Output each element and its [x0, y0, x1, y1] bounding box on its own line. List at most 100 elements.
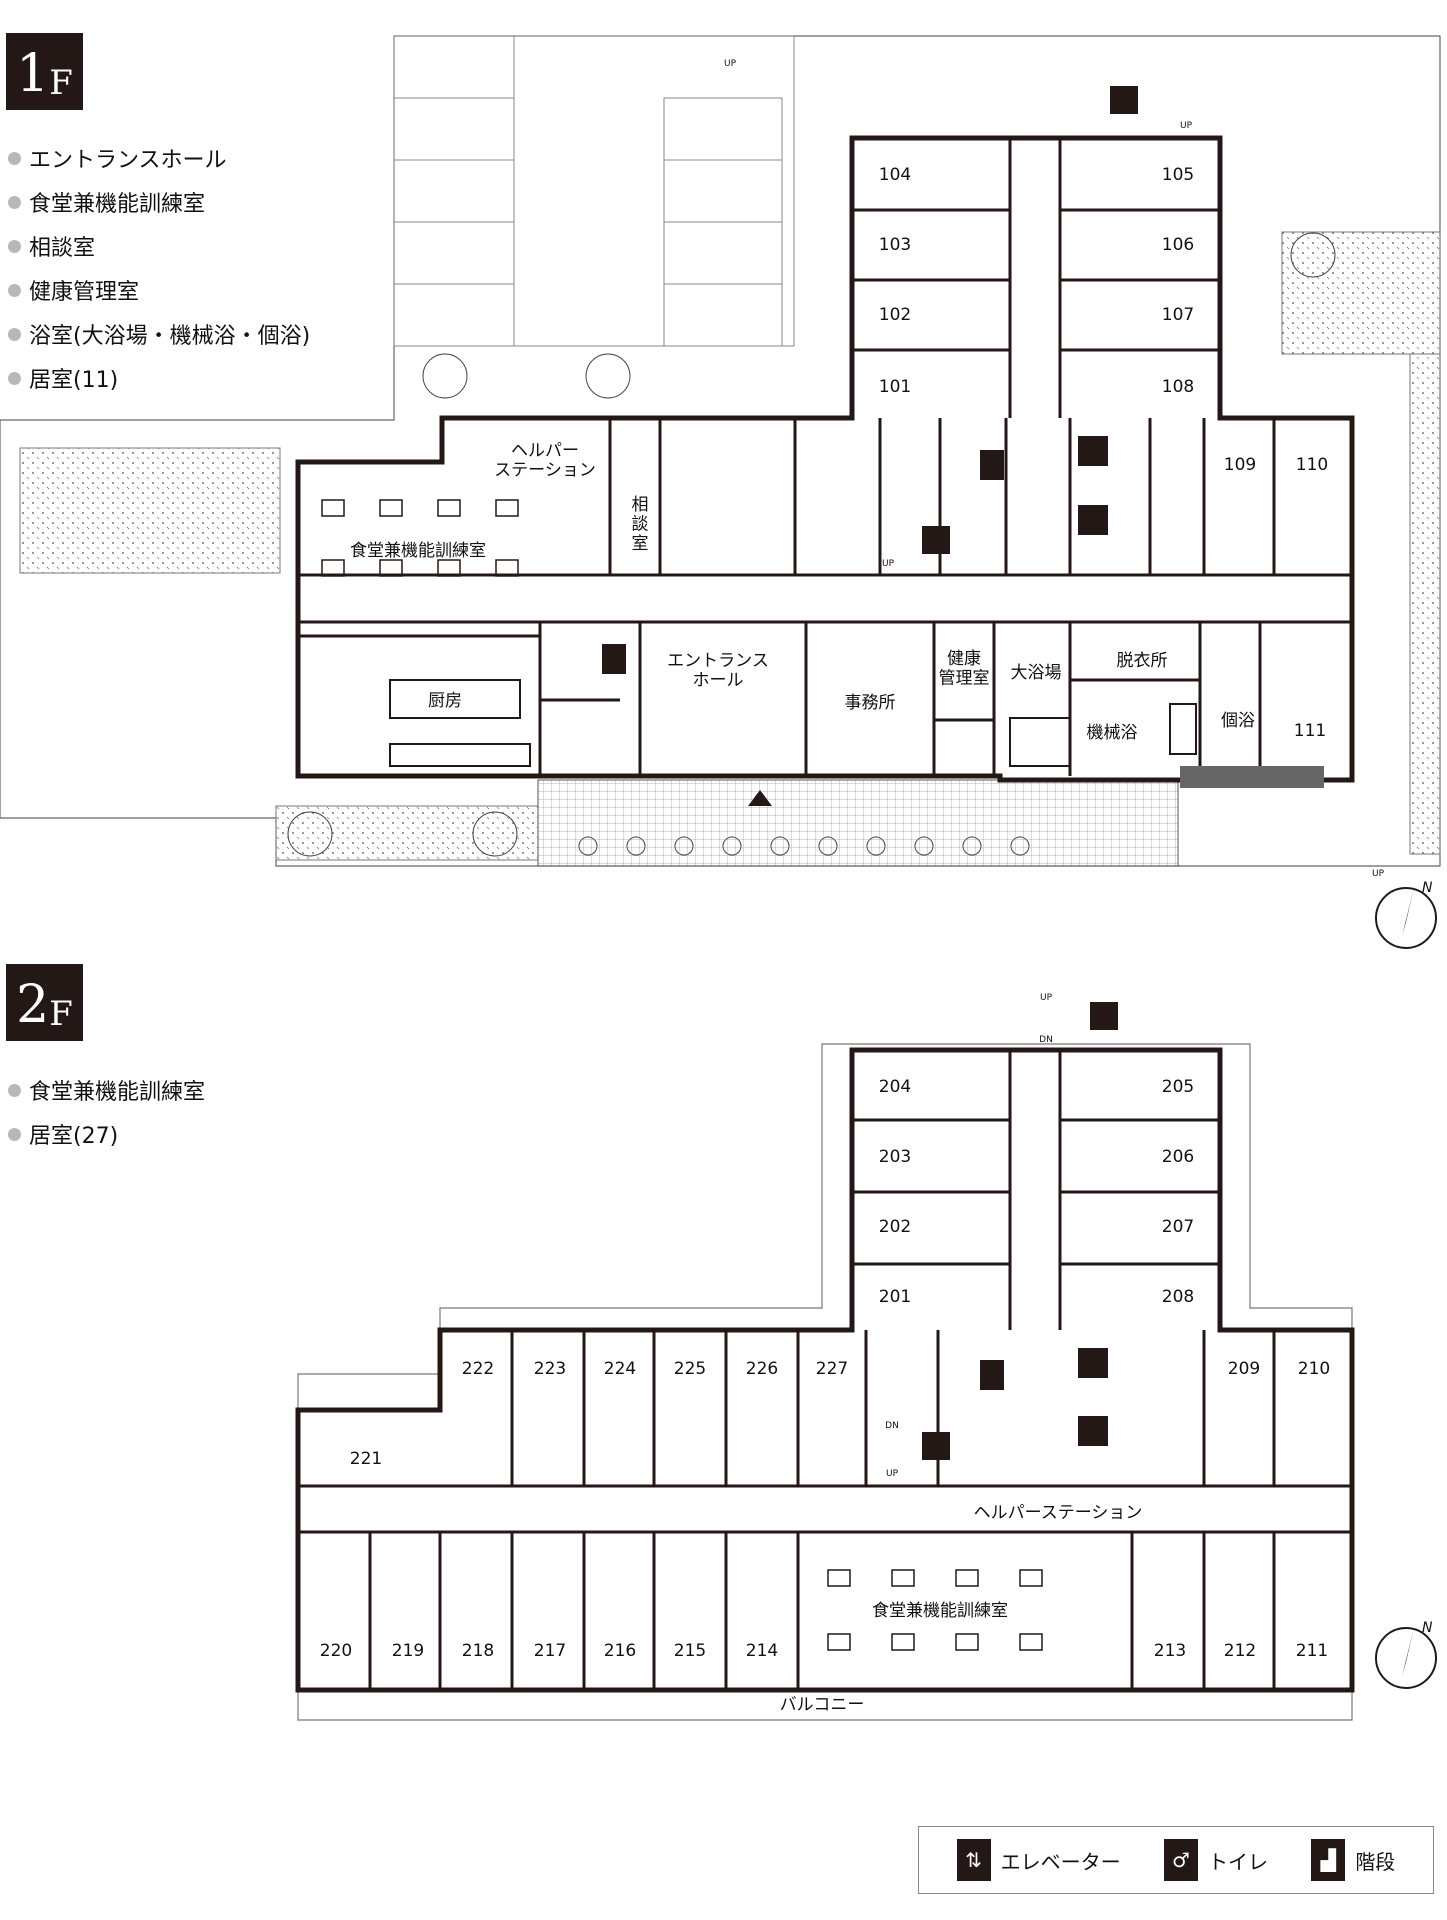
stairs-icon: ▟: [1311, 1839, 1346, 1881]
elevator-icon: [1078, 1416, 1108, 1446]
toilet-icon: [980, 1360, 1004, 1390]
room-label-health: 健康管理室: [939, 649, 990, 689]
room-number: 221: [350, 1449, 382, 1469]
room-number: 209: [1228, 1359, 1260, 1379]
room-label-entrance: エントランスホール: [667, 651, 769, 691]
stair-label: DN: [885, 1421, 899, 1431]
up-label: UP: [882, 559, 895, 569]
room-number: 226: [746, 1359, 778, 1379]
room-number: 103: [879, 235, 911, 255]
room-number: 106: [1162, 235, 1194, 255]
key-toilet-label: トイレ: [1207, 1849, 1268, 1874]
room-number: 211: [1296, 1641, 1328, 1661]
room-number: 111: [1294, 721, 1326, 741]
room-number: 105: [1162, 165, 1194, 185]
legend-item: 食堂兼機能訓練室: [8, 180, 310, 224]
entrance-plaza: [537, 779, 1179, 867]
room-number: 206: [1162, 1147, 1194, 1167]
room-label-dining: 食堂兼機能訓練室: [872, 1601, 1008, 1621]
room-number: 202: [879, 1217, 911, 1237]
garden-patch: [19, 447, 281, 574]
room-number: 215: [674, 1641, 706, 1661]
room-label-machine-bath: 機械浴: [1087, 723, 1138, 743]
room-number: 222: [462, 1359, 494, 1379]
legend-item: 居室(11): [8, 356, 310, 400]
room-number: 213: [1154, 1641, 1186, 1661]
floor-number: 2: [16, 975, 50, 1035]
floor-suffix: F: [49, 994, 73, 1034]
room-number: 104: [879, 165, 911, 185]
room-label-office: 事務所: [845, 693, 896, 713]
up-label: UP: [1180, 121, 1193, 131]
room-number: 208: [1162, 1287, 1194, 1307]
up-label: UP: [724, 59, 737, 69]
legend-item: 食堂兼機能訓練室: [8, 1068, 205, 1112]
stairs-icon: [1090, 1002, 1118, 1030]
room-number: 101: [879, 377, 911, 397]
room-number: 108: [1162, 377, 1194, 397]
stairs-icon: [922, 1432, 950, 1460]
room-number: 218: [462, 1641, 494, 1661]
compass-north-label: N: [1422, 1620, 1433, 1636]
key-stairs: ▟ 階段: [1311, 1839, 1395, 1881]
floor-plan-2f: 204 203 202 201 205 206 207 208 222 223 …: [295, 993, 1355, 1721]
entrance-arrow-icon: [748, 790, 772, 806]
room-number: 109: [1224, 455, 1256, 475]
room-number: 214: [746, 1641, 778, 1661]
up-label: UP: [1372, 869, 1385, 879]
elevator-icon: [1078, 436, 1108, 466]
toilet-icon: [602, 644, 626, 674]
compass-rose-1f: N: [1375, 880, 1437, 949]
legend-item: 相談室: [8, 224, 310, 268]
garden-patch: [1409, 353, 1441, 855]
floor-suffix: F: [49, 63, 73, 103]
legend-item: 健康管理室: [8, 268, 310, 312]
key-stairs-label: 階段: [1355, 1849, 1396, 1874]
room-number: 216: [604, 1641, 636, 1661]
stair-label: UP: [1040, 993, 1053, 1003]
garden-patch: [1281, 231, 1441, 355]
key-elevator: ⇅ エレベーター: [956, 1839, 1121, 1881]
elevator-icon: [1078, 1348, 1108, 1378]
balcony-label: バルコニー: [780, 1695, 865, 1715]
stairs-icon: [1110, 86, 1138, 114]
room-number: 219: [392, 1641, 424, 1661]
legend-1f: エントランスホール 食堂兼機能訓練室 相談室 健康管理室 浴室(大浴場・機械浴・…: [8, 136, 310, 400]
elevator-icon: [1078, 505, 1108, 535]
room-label-kitchen: 厨房: [428, 691, 462, 711]
stair-label: UP: [886, 1469, 899, 1479]
room-number: 212: [1224, 1641, 1256, 1661]
stair-label: DN: [1039, 1035, 1053, 1045]
floor-plan-1f: 104 103 102 101 105 106 107 108 109 110 …: [0, 35, 1441, 879]
key-elevator-label: エレベーター: [1000, 1849, 1121, 1874]
legend-2f: 食堂兼機能訓練室 居室(27): [8, 1068, 205, 1156]
room-number: 207: [1162, 1217, 1194, 1237]
room-number: 224: [604, 1359, 636, 1379]
room-number: 204: [879, 1077, 911, 1097]
room-number: 110: [1296, 455, 1328, 475]
room-label-private-bath: 個浴: [1221, 711, 1255, 731]
room-number: 203: [879, 1147, 911, 1167]
legend-item: 浴室(大浴場・機械浴・個浴): [8, 312, 310, 356]
room-label-consult: 相談室: [632, 495, 649, 554]
room-number: 220: [320, 1641, 352, 1661]
elevator-icon: ⇅: [956, 1839, 991, 1881]
icon-key: ⇅ エレベーター ♂ トイレ ▟ 階段: [918, 1826, 1434, 1894]
legend-item: エントランスホール: [8, 136, 310, 180]
floor-number: 1: [16, 44, 50, 104]
room-label-bath-large: 大浴場: [1011, 663, 1062, 683]
toilet-icon: ♂: [1163, 1839, 1198, 1881]
garden-patch: [275, 805, 539, 861]
legend-item: 居室(27): [8, 1112, 205, 1156]
stairs-icon: [922, 526, 950, 554]
toilet-icon: [980, 450, 1004, 480]
room-number: 201: [879, 1287, 911, 1307]
room-label-dining: 食堂兼機能訓練室: [350, 541, 486, 561]
compass-north-label: N: [1422, 880, 1433, 896]
room-number: 205: [1162, 1077, 1194, 1097]
room-number: 210: [1298, 1359, 1330, 1379]
room-label-dressing: 脱衣所: [1117, 651, 1168, 671]
key-toilet: ♂ トイレ: [1163, 1839, 1268, 1881]
